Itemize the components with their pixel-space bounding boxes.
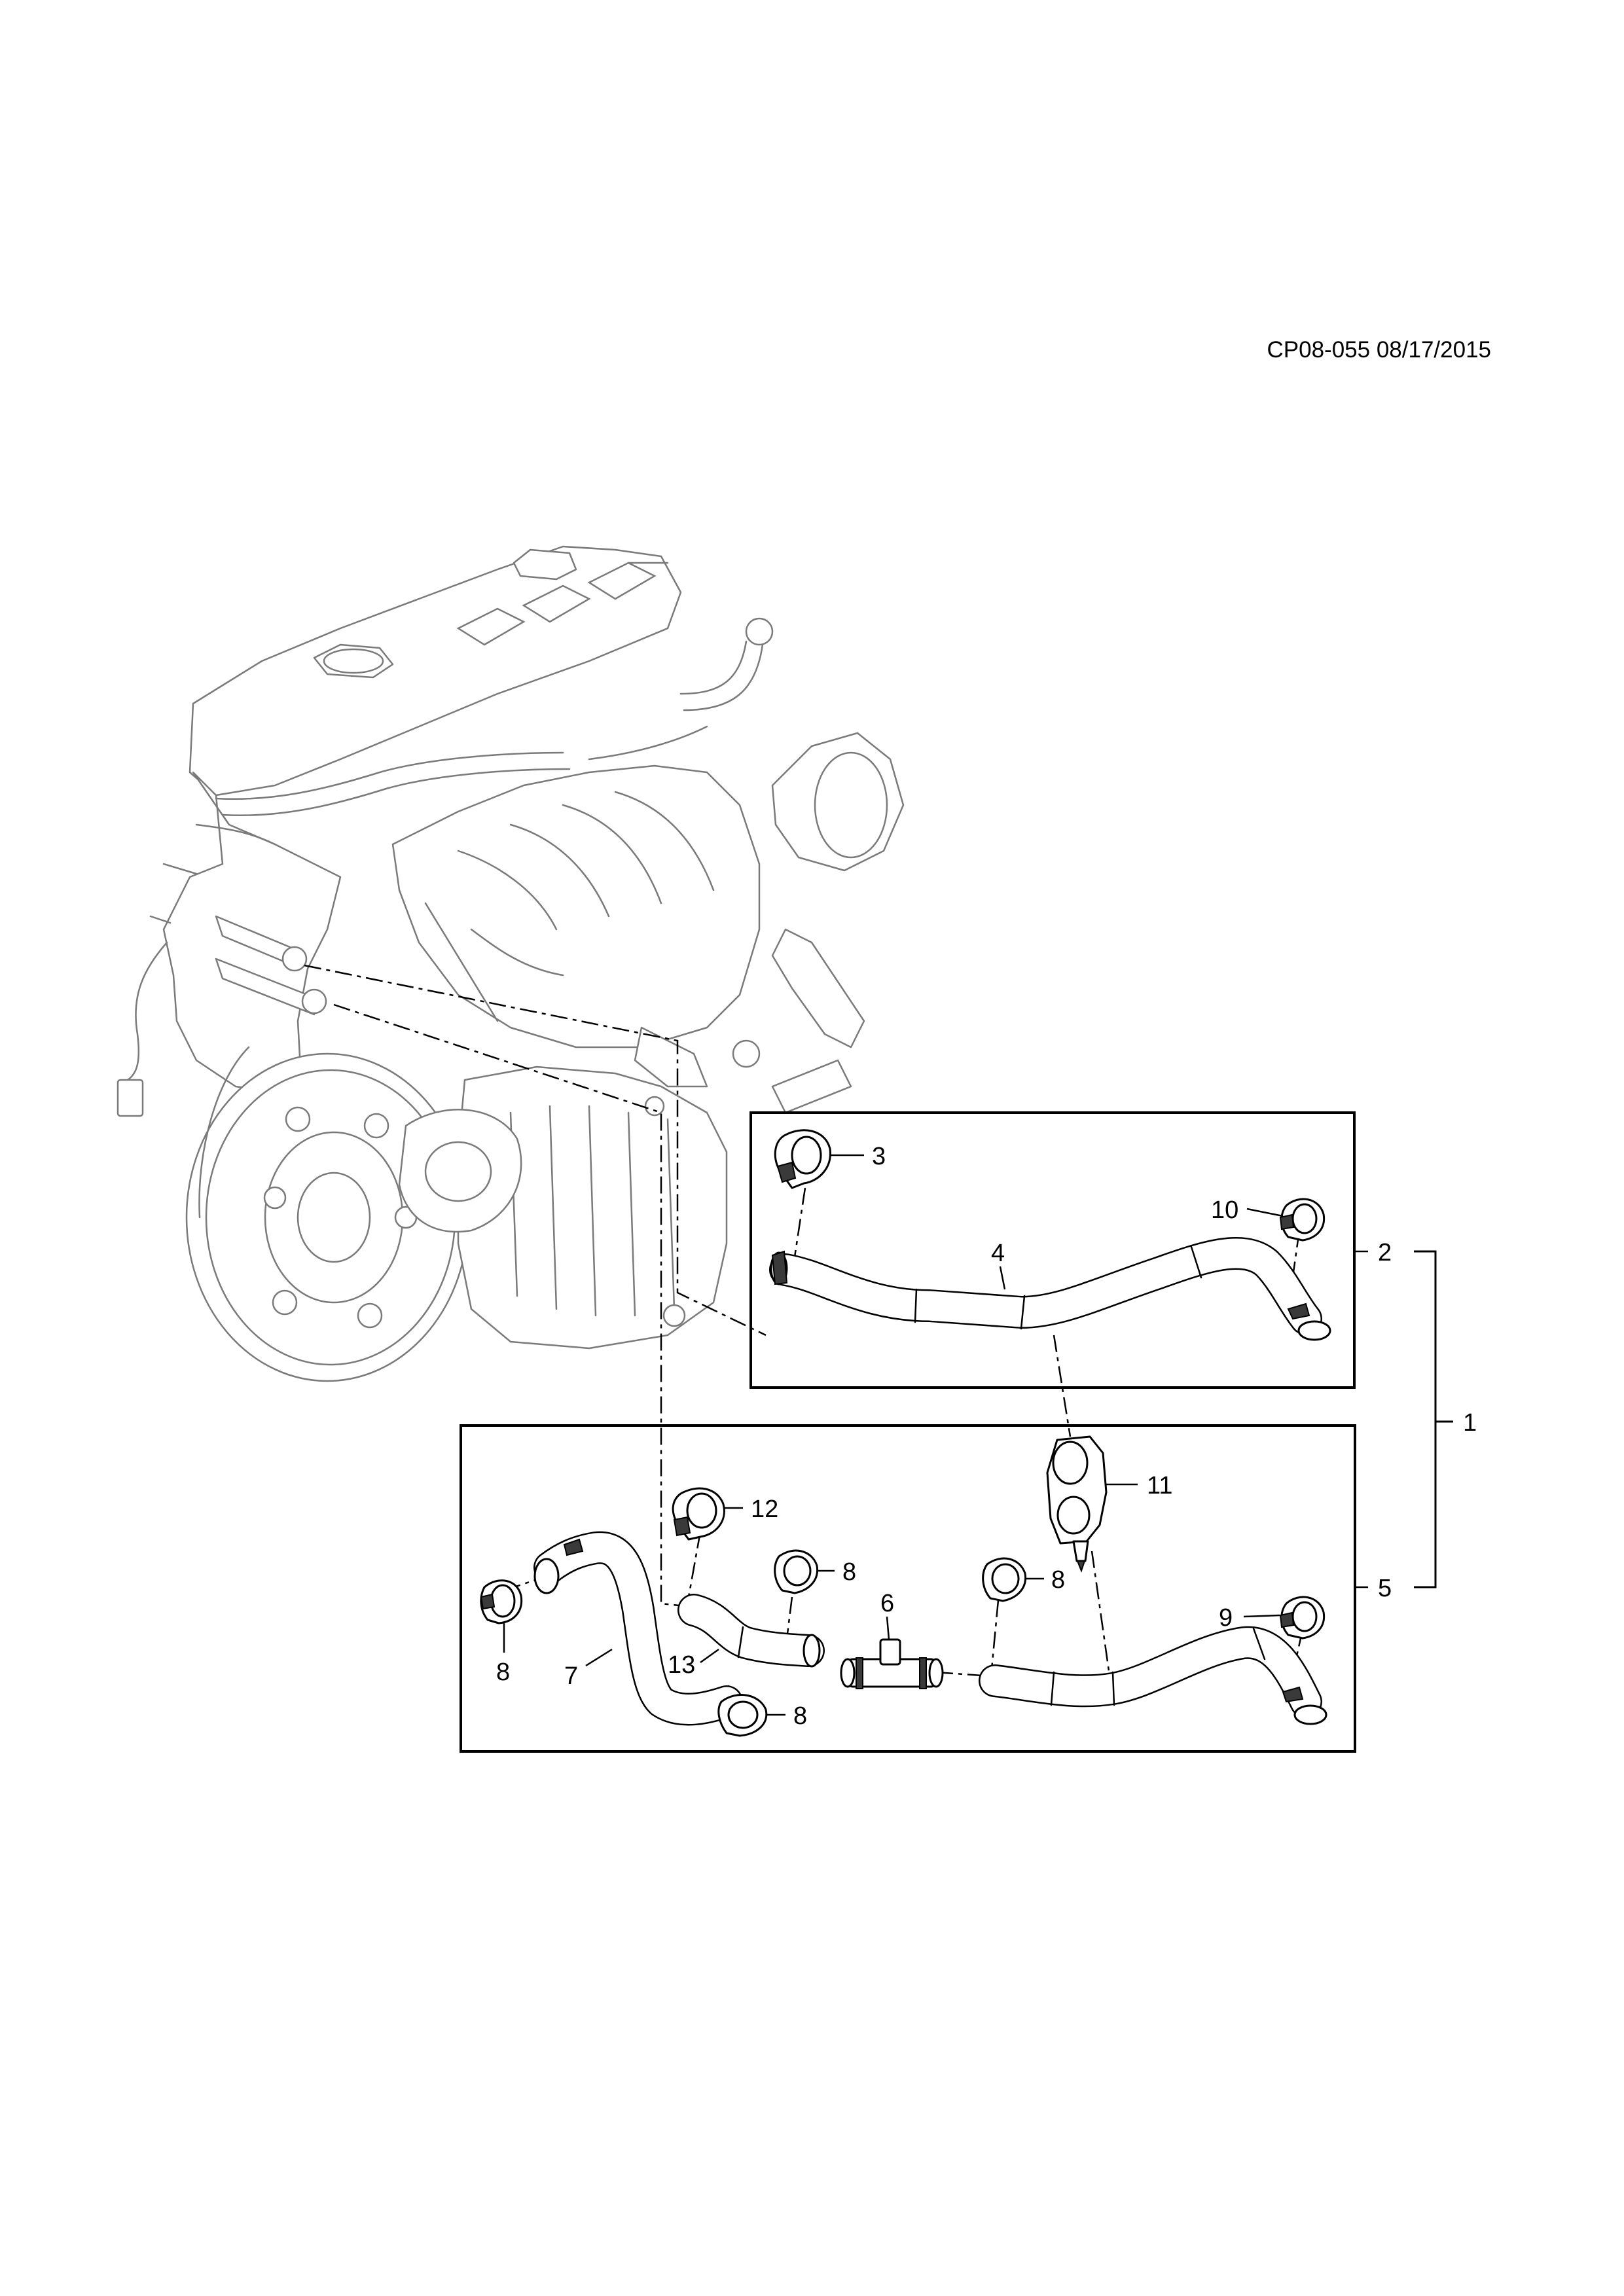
callout-3: 3 [872, 1143, 886, 1170]
callout-1: 1 [1463, 1409, 1477, 1437]
alignment-line-clamp-12 [687, 1531, 702, 1598]
clamp-8-right [982, 1557, 1027, 1602]
clamp-8-bottom [717, 1694, 768, 1737]
lower-hose-assembly-frame [460, 1424, 1356, 1753]
clamp-3 [774, 1129, 831, 1189]
clamp-9 [1279, 1596, 1326, 1640]
callout-labels: 1 2 3 4 5 6 7 8 8 8 8 9 10 11 12 13 [496, 1143, 1477, 1730]
retainer-11 [1046, 1435, 1108, 1573]
callout-8-bottom: 8 [793, 1702, 807, 1730]
leader-lines [503, 1154, 1284, 1716]
alignment-line-hose-13 [333, 1003, 691, 1608]
hose-4 [769, 1236, 1331, 1341]
callout-7: 7 [564, 1662, 578, 1690]
callout-11: 11 [1147, 1472, 1172, 1499]
callout-8-right: 8 [1051, 1566, 1065, 1594]
connector-6 [840, 1638, 944, 1689]
callout-9: 9 [1219, 1604, 1233, 1632]
callout-8-left: 8 [496, 1659, 510, 1686]
alignment-line-clamp-3 [789, 1187, 806, 1283]
alignment-line-clamp-8-right [990, 1600, 1000, 1670]
callout-6: 6 [880, 1590, 894, 1617]
callout-13: 13 [668, 1651, 695, 1679]
callout-10: 10 [1211, 1196, 1238, 1224]
callout-8-top: 8 [842, 1558, 856, 1586]
alignment-line-clamp-11-lower [1091, 1551, 1111, 1676]
alignment-line-clamp-11 [1053, 1335, 1072, 1437]
callout-12: 12 [751, 1496, 778, 1523]
clamp-8-left [480, 1579, 523, 1624]
hose-13 [677, 1594, 825, 1668]
clamp-10 [1279, 1198, 1326, 1242]
callout-2: 2 [1378, 1239, 1392, 1266]
alignment-line-connector-6 [935, 1671, 983, 1677]
engine-illustration [117, 545, 905, 1382]
clamp-12 [672, 1487, 725, 1541]
alignment-line-hose-4 [304, 964, 767, 1336]
callout-4: 4 [991, 1240, 1005, 1267]
hose-7 [533, 1531, 743, 1726]
hose-lower-right [979, 1626, 1327, 1725]
upper-hose-assembly-frame [749, 1111, 1356, 1389]
clamp-8-top [774, 1549, 819, 1594]
assembly-bracket [1414, 1250, 1437, 1588]
callout-5: 5 [1378, 1575, 1392, 1602]
document-id: CP08-055 08/17/2015 [1267, 337, 1492, 363]
